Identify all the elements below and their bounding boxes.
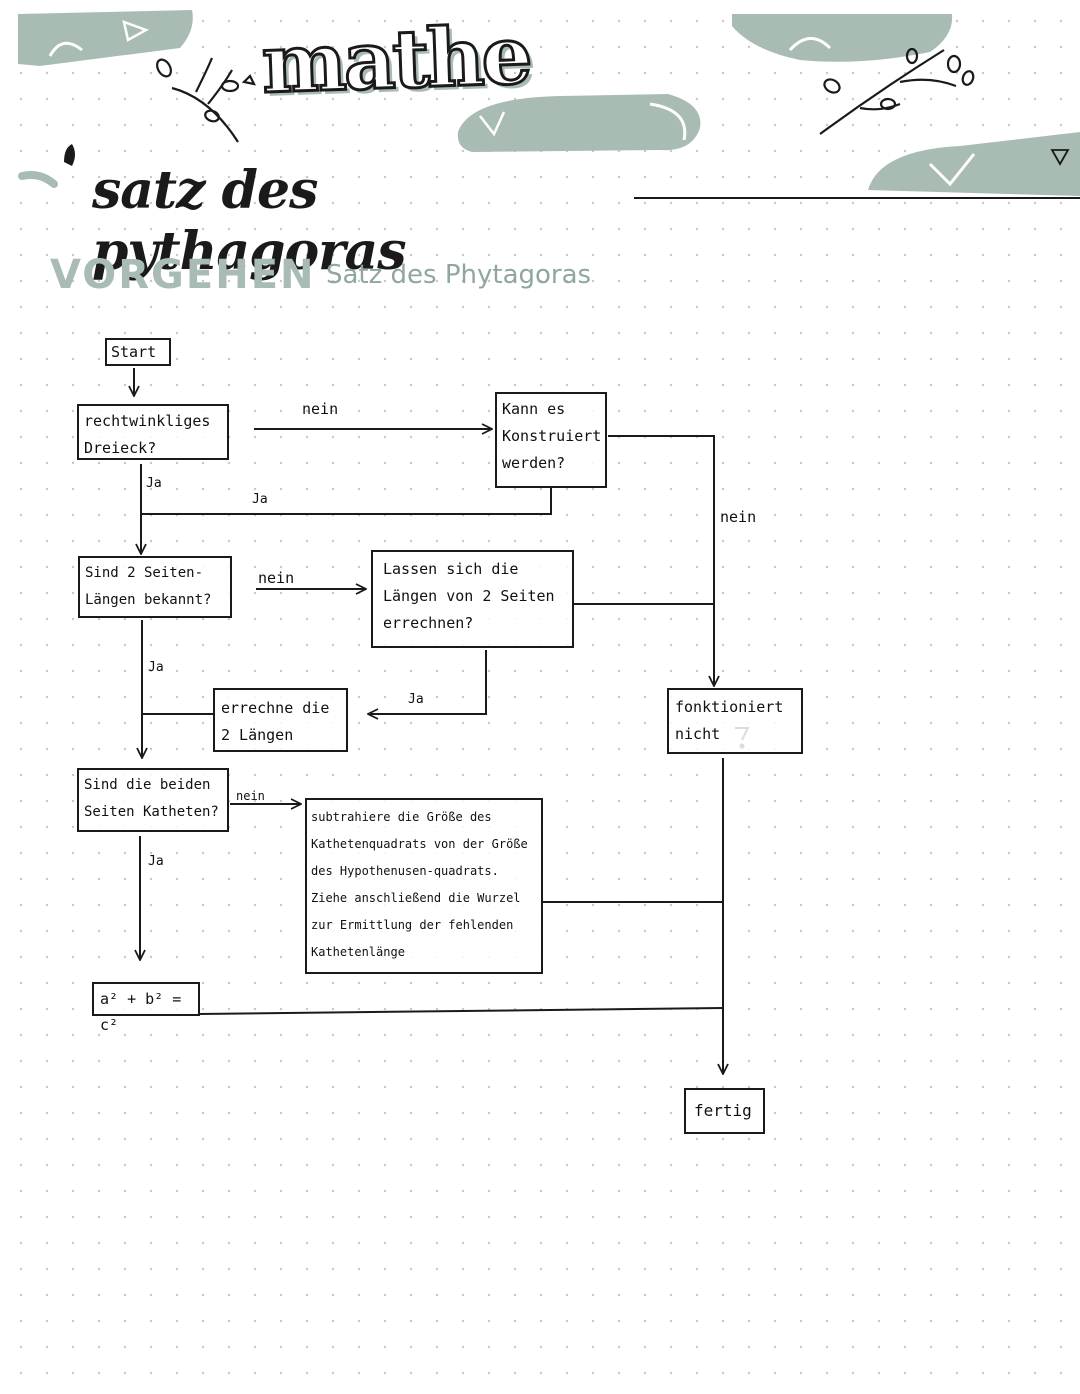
node-not-working: fonktioniert nicht (667, 688, 803, 754)
doodle-arc-icon (48, 41, 83, 57)
brush-stroke-top-right (732, 14, 953, 62)
node-done: fertig (684, 1088, 765, 1134)
edge-constructable-yes (141, 488, 552, 515)
brush-dash-left (18, 171, 58, 188)
section-subtitle: Satz des Phytagoras (326, 260, 592, 290)
label-legs-no: nein (236, 789, 265, 803)
label-constructable-yes: Ja (252, 492, 268, 507)
label-triangle-yes: Ja (146, 476, 162, 491)
node-constructable: Kann es Konstruiert werden? (495, 392, 607, 488)
edge-constructable-no (608, 435, 714, 686)
doodle-triangle-icon (122, 20, 150, 42)
doodle-check-icon (928, 153, 976, 187)
doodle-wave-icon (788, 37, 832, 52)
label-legs-yes: Ja (148, 854, 164, 869)
subject-title: satz des pythagoras (92, 160, 407, 282)
node-right-triangle: rechtwinkliges Dreieck? (77, 404, 229, 460)
edge-formula-to-end (197, 1007, 724, 1015)
label-computable-yes: Ja (408, 692, 424, 707)
doodle-v-icon (479, 111, 506, 137)
node-two-sides-known: Sind 2 Seiten-Längen bekannt? (78, 556, 232, 618)
section-heading: VORGEHEN (50, 252, 316, 298)
node-subtract-instruction: subtrahiere die Größe des Kathetenquadra… (305, 798, 543, 974)
label-two-sides-no: nein (258, 569, 295, 587)
brush-stroke-top-left (18, 10, 193, 66)
node-sides-computable: Lassen sich die Längen von 2 Seiten erre… (371, 550, 574, 648)
label-constructable-no: nein (720, 508, 757, 526)
triangle-outline-icon (1050, 149, 1070, 166)
edge-computable-yes (368, 650, 487, 714)
node-compute-lengths: errechne die 2 Längen (213, 688, 348, 752)
branch-left-icon (156, 57, 256, 143)
branch-right-icon (819, 47, 975, 135)
node-sides-are-legs: Sind die beiden Seiten Katheten? (77, 768, 229, 832)
brush-blob-center (457, 94, 701, 152)
ink-drop-icon (64, 144, 75, 166)
node-formula: a² + b² = c² (92, 982, 200, 1034)
doodle-leaf-outline-icon (649, 102, 687, 141)
node-start: Start (105, 338, 171, 366)
brush-wave-right (868, 132, 1080, 196)
label-triangle-no: nein (302, 400, 339, 418)
label-two-sides-yes: Ja (148, 660, 164, 675)
